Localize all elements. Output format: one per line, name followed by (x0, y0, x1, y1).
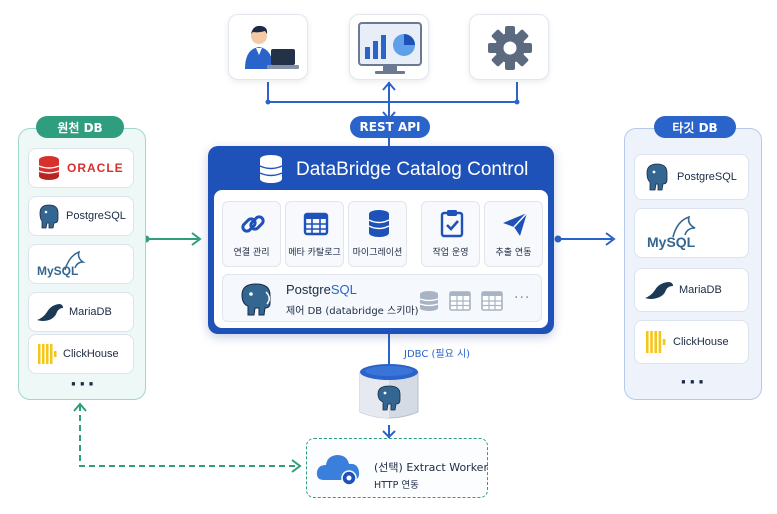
source-db-title-badge: 원천 DB (36, 116, 124, 138)
feature-migration-label: 마이그레이션 (352, 248, 403, 258)
feature-extract[interactable] (484, 201, 543, 267)
source-db-mariadb[interactable]: MariaDB (28, 292, 134, 332)
settings-card (469, 14, 549, 80)
feature-job-ops-label: 작업 운영 (432, 248, 469, 258)
source-db-clickhouse[interactable]: ClickHouse (28, 334, 134, 374)
target-db-mysql-label: MySQL (647, 234, 696, 250)
dashboard-card (349, 14, 429, 80)
paper-plane-icon (503, 212, 528, 236)
clickhouse-bars-icon (646, 331, 666, 353)
source-db-mysql[interactable]: MySQL (28, 244, 134, 284)
feature-meta-catalog[interactable] (285, 201, 344, 267)
database-mini-icon (419, 291, 439, 311)
mariadb-seal-icon (37, 304, 63, 321)
gear-icon (488, 26, 532, 70)
rest-api-label: REST API (359, 120, 421, 134)
feature-job-ops[interactable] (421, 201, 480, 267)
source-db-clickhouse-label: ClickHouse (63, 348, 119, 360)
control-db-more: ··· (514, 290, 531, 306)
postgresql-elephant-icon (646, 163, 668, 191)
target-db-postgresql-label: PostgreSQL (677, 171, 737, 183)
control-db-name: PostgreSQL (286, 282, 357, 297)
source-db-mysql-label: MySQL (37, 264, 79, 278)
table-mini-icon (481, 291, 503, 311)
table-mini-icon (449, 291, 471, 311)
target-db-title: 타깃 DB (672, 120, 718, 135)
source-db-oracle-label: ORACLE (67, 161, 124, 175)
source-db-mariadb-label: MariaDB (69, 306, 112, 318)
extract-worker-title: (선택) Extract Worker (374, 461, 488, 474)
jdbc-label: JDBC (필요 시) (404, 349, 471, 360)
source-db-postgresql[interactable]: PostgreSQL (28, 196, 134, 236)
database-icon (259, 155, 283, 183)
feature-migration[interactable] (348, 201, 407, 267)
table-mini-icons (419, 291, 503, 311)
monitor-chart-icon (358, 22, 422, 74)
database-icon (368, 210, 390, 237)
source-db-title: 원천 DB (57, 120, 103, 135)
target-db-title-badge: 타깃 DB (654, 116, 736, 138)
clipboard-check-icon (440, 210, 464, 238)
feature-connection[interactable] (222, 201, 281, 267)
extract-worker-subtitle: HTTP 연동 (374, 480, 419, 491)
control-db-name-suffix: SQL (330, 282, 357, 297)
oracle-db-icon (38, 156, 60, 180)
target-db-postgresql[interactable]: PostgreSQL (634, 154, 749, 200)
source-db-postgresql-label: PostgreSQL (66, 210, 126, 222)
target-db-mariadb-label: MariaDB (679, 284, 722, 296)
main-title: DataBridge Catalog Control (296, 159, 529, 180)
link-icon (241, 215, 265, 233)
mysql-dolphin-icon (672, 215, 696, 238)
target-db-more: ··· (680, 372, 707, 393)
user-card (228, 14, 308, 80)
target-db-clickhouse-label: ClickHouse (673, 336, 729, 348)
rest-api-badge: REST API (350, 116, 430, 138)
feature-connection-label: 연결 관리 (233, 248, 270, 258)
user-laptop-icon (245, 25, 299, 69)
feature-meta-catalog-label: 메타 카탈로그 (288, 248, 341, 258)
target-db-mariadb[interactable]: MariaDB (634, 268, 749, 312)
control-db-desc: 제어 DB (databridge 스키마) (286, 306, 419, 317)
source-db-oracle[interactable]: ORACLE (28, 148, 134, 188)
postgresql-cylinder-icon (359, 364, 419, 419)
target-db-mysql[interactable]: MySQL (634, 208, 749, 258)
mysql-dolphin-icon (64, 250, 86, 271)
cloud-gear-icon (316, 455, 360, 486)
feature-extract-label: 추출 연동 (495, 248, 532, 258)
postgresql-elephant-icon (241, 283, 271, 316)
table-grid-icon (303, 212, 329, 236)
postgresql-elephant-icon (39, 204, 59, 229)
clickhouse-bars-icon (38, 344, 57, 364)
target-db-clickhouse[interactable]: ClickHouse (634, 320, 749, 364)
source-db-more: ··· (70, 374, 97, 395)
control-db-name-prefix: Postgre (286, 282, 331, 297)
mariadb-seal-icon (645, 282, 673, 299)
